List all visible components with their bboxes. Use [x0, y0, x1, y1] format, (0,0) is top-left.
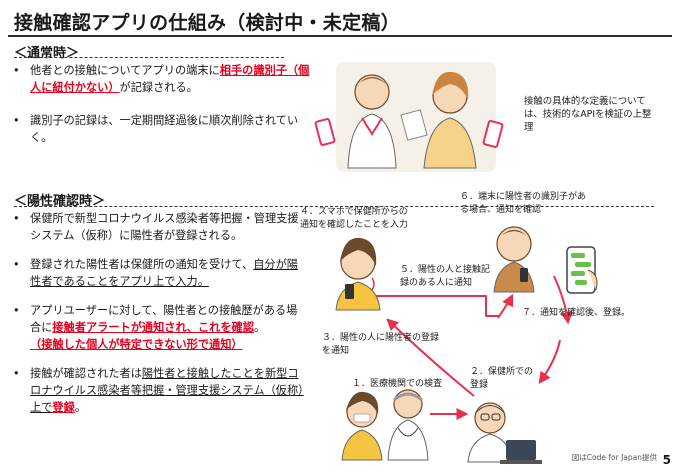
positive-bullet-3: • アプリユーザーに対して、陽性者との接触歴がある場合に接触者アラートが通知され… [13, 304, 298, 351]
normal-bullet-1: • 他者との接触についてアプリの端末に相手の識別子（個人に紐付かない）が記録され… [13, 64, 310, 94]
positive-bullet-1-text: 保健所で新型コロナウイルス感染者等把握・管理支援システム（仮称）に陽性者が登録さ… [30, 212, 299, 242]
step-4-label: ４．スマホで保健所からの通知を確認したことを入力 [300, 207, 409, 230]
phone-icon [482, 120, 504, 148]
normal-bullet-1-text: 他者との接触についてアプリの端末に [30, 64, 220, 77]
section-heading-positive: ＜陽性確認時＞ [14, 194, 106, 209]
step-1-label: １．医療機関での検査 [352, 379, 443, 389]
section-divider-normal [14, 57, 284, 58]
positive-bullet-3-period: 。 [253, 321, 266, 334]
positive-bullet-3-highlight-2: （接触した個人が特定できない形で通知） [30, 338, 243, 351]
positive-bullet-4-underline: 陽性者と接触したことを新型コロナウイルス感染者等把握・管理支援システム（仮称）上… [30, 367, 304, 414]
positive-bullet-2-underline: 自分が陽性者であることをアプリ上で入力。 [30, 258, 298, 288]
page-title: 接触確認アプリの仕組み（検討中・未定稿） [14, 12, 401, 34]
notification-phone-icon [566, 246, 598, 294]
step-7-label: ７．通知を確認後、登録。 [522, 308, 631, 318]
positive-bullet-3-text: アプリユーザーに対して、陽性者との接触歴がある場合に [30, 304, 298, 334]
step-6-label: ６．端末に陽性者の識別子がある場合、通知を確認 [460, 192, 587, 215]
positive-bullet-4-period: 。 [74, 401, 86, 414]
step-3-label: ３．陽性の人に陽性者の登録を通知 [322, 333, 440, 356]
phone-icon [314, 118, 336, 146]
normal-bullets: • 他者との接触についてアプリの端末に相手の識別子（個人に紐付かない）が記録され… [10, 62, 310, 163]
positive-bullets: • 保健所で新型コロナウイルス感染者等把握・管理支援システム（仮称）に陽性者が登… [10, 210, 306, 416]
positive-bullet-3-highlight: 接触者アラートが通知され、これを確認 [52, 321, 254, 334]
section-divider-positive [14, 206, 654, 207]
positive-bullet-4: • 接触が確認された者は陽性者と接触したことを新型コロナウイルス感染者等把握・管… [13, 367, 304, 414]
api-note: 接触の具体的な定義については、技術的なAPIを検証の上整理 [524, 96, 652, 133]
image-credit: 図はCode for Japan提供 [571, 453, 657, 462]
positive-bullet-2-text: 登録された陽性者は保健所の通知を受けて、 [30, 258, 254, 271]
normal-bullet-1-tail: が記録される。 [119, 81, 198, 94]
normal-scene-illustration [336, 62, 496, 172]
positive-bullet-2: • 登録された陽性者は保健所の通知を受けて、自分が陽性者であることをアプリ上で入… [13, 258, 298, 288]
flow-arrows [376, 275, 573, 420]
positive-bullet-4-highlight: 登録 [52, 401, 75, 414]
positive-bullet-4-text: 接触が確認された者は [30, 367, 142, 380]
normal-bullet-2-text: 識別子の記録は、一定期間経過後に順次削除されていく。 [30, 114, 299, 144]
title-divider [8, 35, 672, 37]
step-5-label: ５．陽性の人と接触記録のある人に通知 [400, 265, 491, 288]
step-2-label: ２．保健所での登録 [470, 367, 534, 390]
user-with-phone-illustration [335, 237, 381, 311]
normal-bullet-2: • 識別子の記録は、一定期間経過後に順次削除されていく。 [13, 114, 299, 144]
health-center-illustration [467, 402, 542, 464]
notified-user-illustration [493, 226, 535, 293]
medical-exam-illustration [341, 389, 429, 461]
page-number: 5 [662, 453, 671, 467]
normal-bullet-1-highlight: 相手の識別子（個人に紐付かない） [30, 64, 310, 94]
positive-bullet-1: • 保健所で新型コロナウイルス感染者等把握・管理支援システム（仮称）に陽性者が登… [13, 212, 299, 242]
